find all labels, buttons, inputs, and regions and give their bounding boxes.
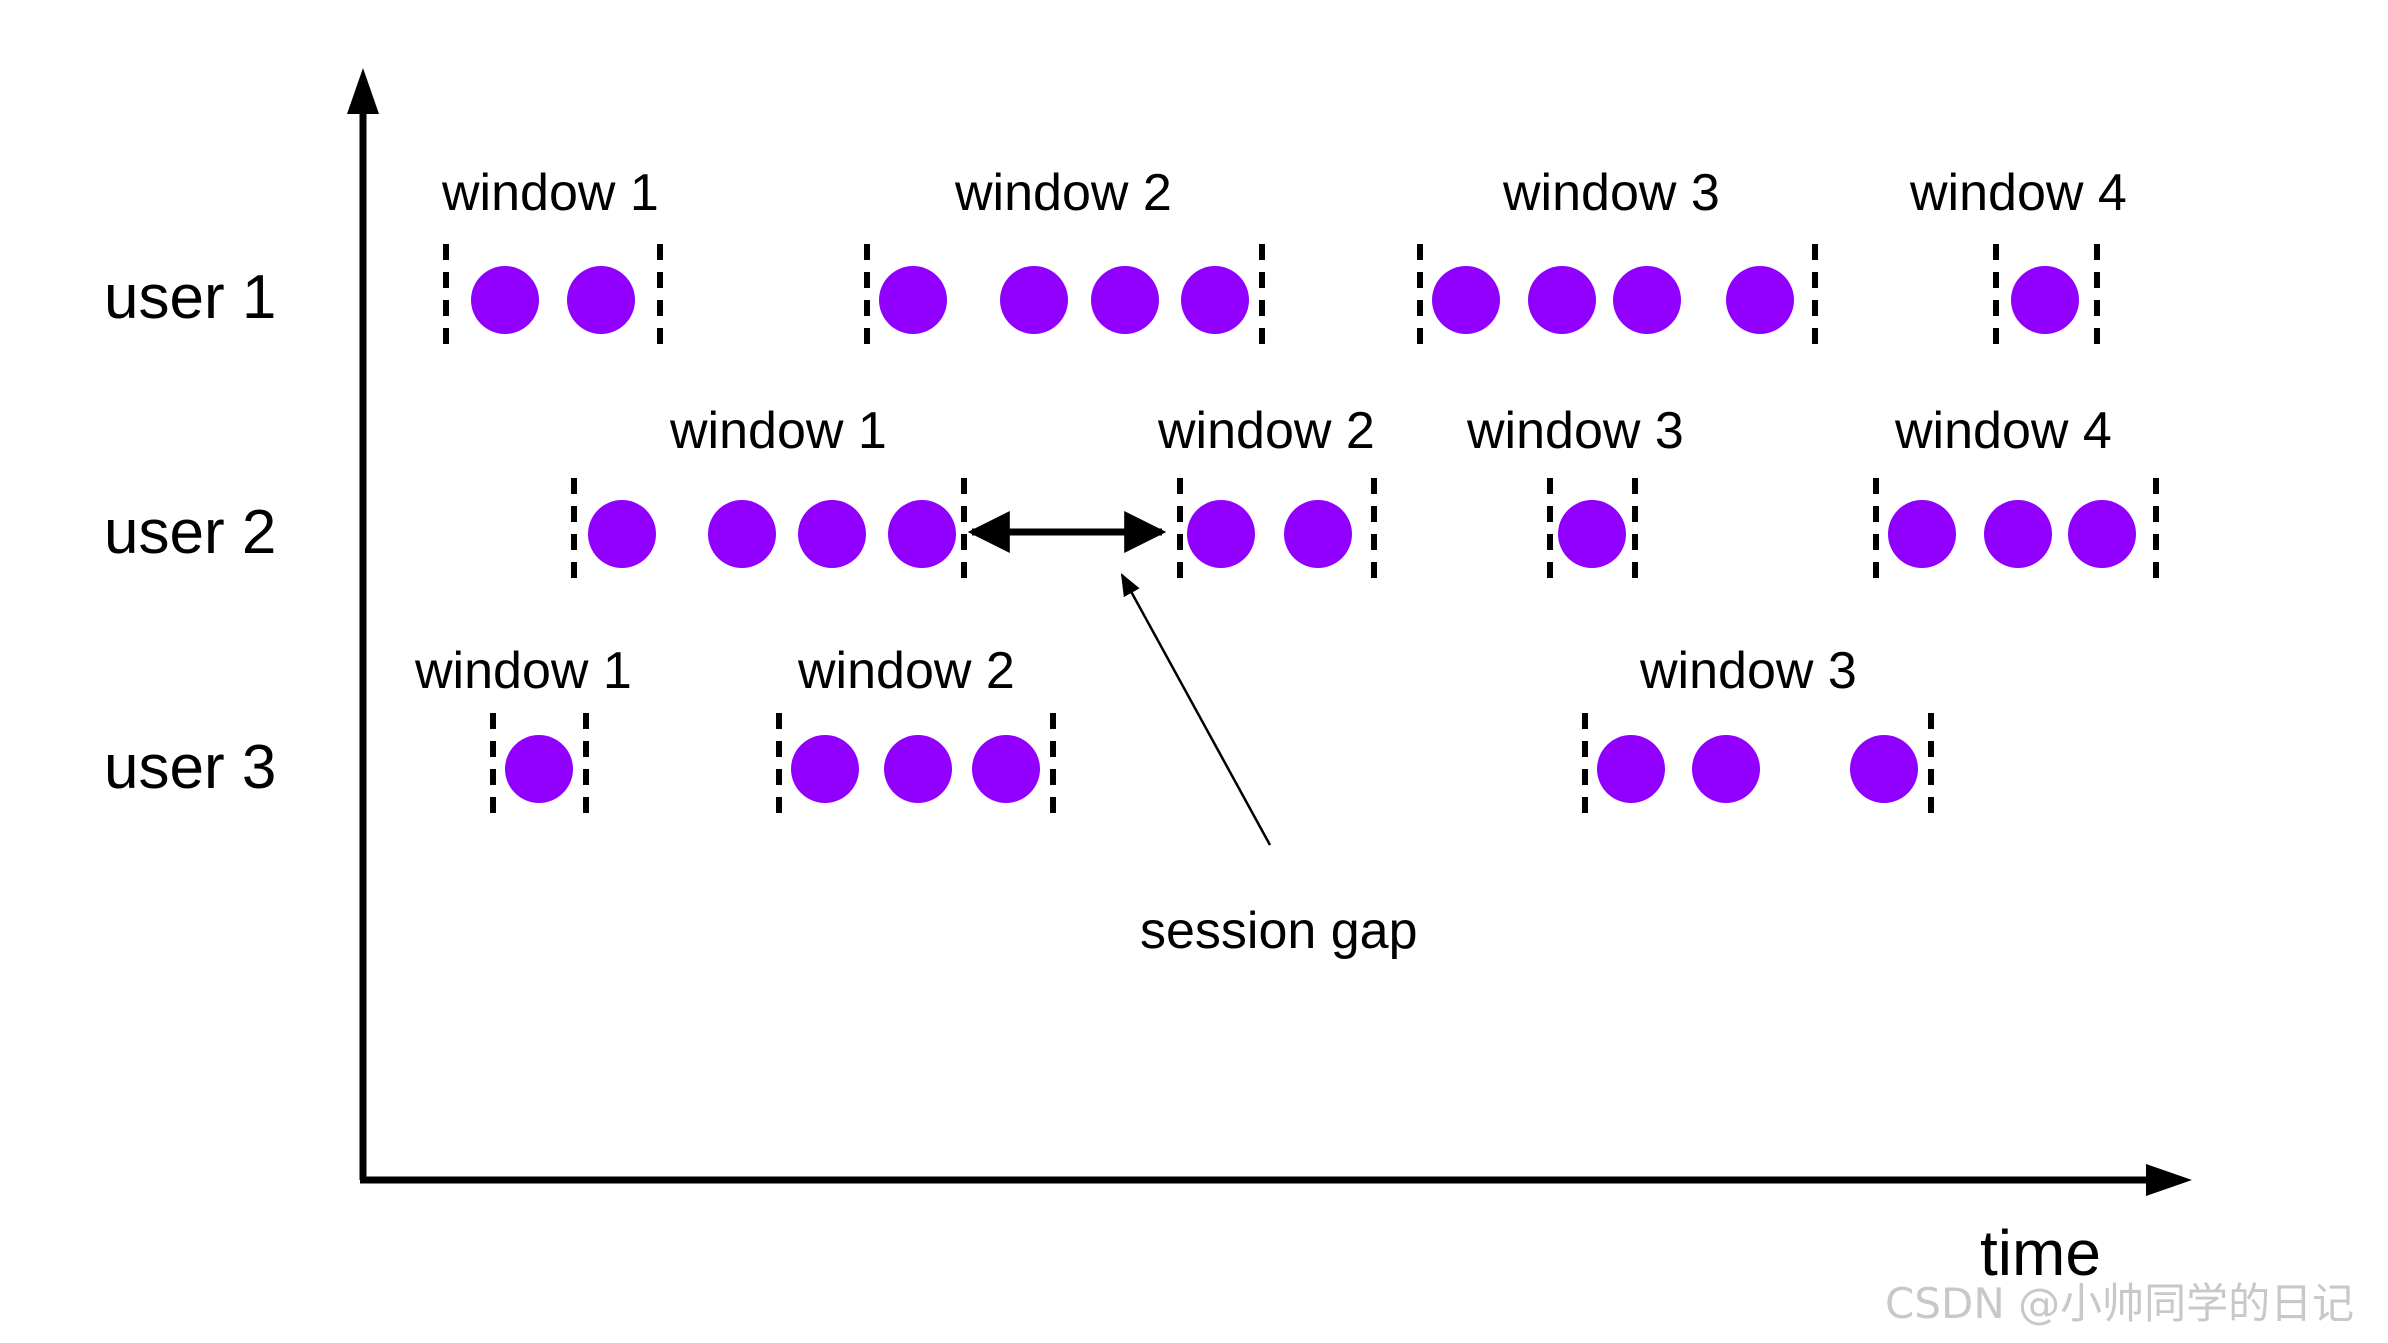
event-dot (1284, 500, 1352, 568)
event-dot (1181, 266, 1249, 334)
window-label: window 1 (669, 402, 887, 460)
session-window (490, 713, 589, 825)
event-dot (1091, 266, 1159, 334)
event-dot (567, 266, 635, 334)
event-dot (1528, 266, 1596, 334)
event-dot (2011, 266, 2079, 334)
session-window (1582, 713, 1934, 825)
event-dot (2068, 500, 2136, 568)
event-dot (505, 735, 573, 803)
x-axis-arrowhead (2146, 1164, 2192, 1196)
session-window (1177, 478, 1377, 590)
event-dot (708, 500, 776, 568)
event-dot (972, 735, 1040, 803)
event-dot (791, 735, 859, 803)
event-dot (471, 266, 539, 334)
event-dot (1558, 500, 1626, 568)
window-label: window 3 (1502, 164, 1720, 222)
event-dot (1850, 735, 1918, 803)
session-gap-label: session gap (1140, 902, 1418, 960)
session-gap-annotation: session gap (967, 511, 1418, 960)
window-label: window 2 (1157, 402, 1375, 460)
window-label: window 3 (1639, 642, 1857, 700)
window-label: window 2 (954, 164, 1172, 222)
event-dot (1000, 266, 1068, 334)
event-dot (1187, 500, 1255, 568)
session-window (571, 478, 967, 590)
windows-layer (443, 244, 2159, 825)
row-label-user-1: user 1 (104, 263, 276, 332)
window-label: window 3 (1466, 402, 1684, 460)
session-window (1993, 244, 2100, 356)
session-window (1547, 478, 1638, 590)
session-window (1417, 244, 1818, 356)
event-dot (1726, 266, 1794, 334)
watermark: CSDN @小帅同学的日记 (1885, 1279, 2354, 1328)
session-window (864, 244, 1265, 356)
row-label-user-2: user 2 (104, 498, 276, 567)
event-dot (1597, 735, 1665, 803)
event-dot (588, 500, 656, 568)
axes: time (347, 68, 2192, 1289)
event-dot (1888, 500, 1956, 568)
event-dot (1984, 500, 2052, 568)
row-labels: user 1 user 2 user 3 (104, 263, 276, 802)
window-label: window 2 (797, 642, 1015, 700)
window-label: window 1 (414, 642, 632, 700)
session-window (776, 713, 1056, 825)
event-dot (798, 500, 866, 568)
session-gap-pointer-arrow (1120, 573, 1272, 846)
window-label: window 1 (441, 164, 659, 222)
session-window (443, 244, 663, 356)
event-dot (1432, 266, 1500, 334)
event-dot (879, 266, 947, 334)
event-dot (1692, 735, 1760, 803)
window-labels: window 1 window 2 window 3 window 4 wind… (414, 164, 2127, 700)
window-label: window 4 (1894, 402, 2112, 460)
event-dot (888, 500, 956, 568)
session-window (1873, 478, 2159, 590)
event-dot (1613, 266, 1681, 334)
row-label-user-3: user 3 (104, 733, 276, 802)
event-dot (884, 735, 952, 803)
y-axis-arrowhead (347, 68, 379, 114)
window-label: window 4 (1909, 164, 2127, 222)
x-axis-label: time (1980, 1217, 2101, 1289)
